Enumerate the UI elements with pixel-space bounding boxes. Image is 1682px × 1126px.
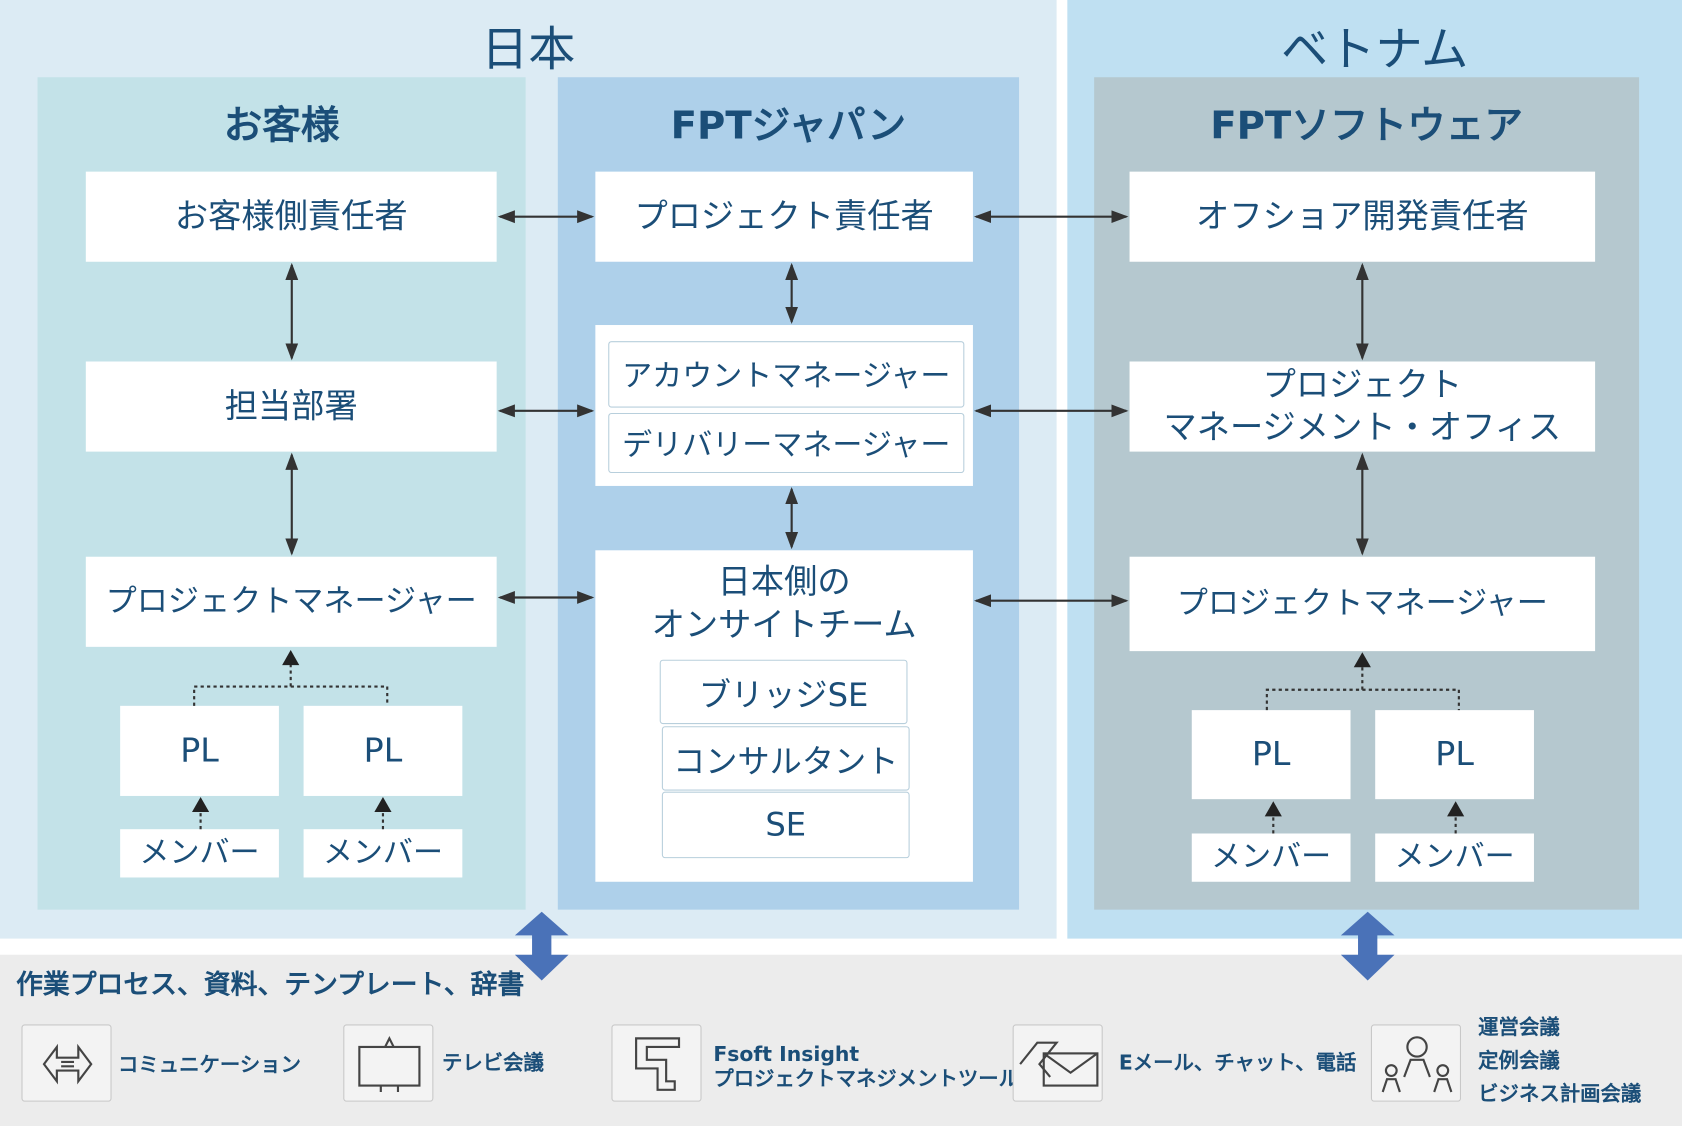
vn-member-box: メンバー [1375, 833, 1534, 882]
customer-title: お客様 [223, 104, 340, 149]
video-conference-label: テレビ会議 [441, 1051, 544, 1075]
regular-meeting-label: 定例会議 [1478, 1048, 1560, 1073]
se-box: SE [661, 791, 910, 859]
business-plan-meeting-label: ビジネス計画会議 [1478, 1081, 1642, 1106]
pm-tool-label: プロジェクトマネジメントツール [713, 1067, 1020, 1091]
monitor-icon [343, 1024, 434, 1102]
bridge-se-box: ブリッジSE [659, 659, 908, 725]
vn-pl-box: PL [1375, 710, 1534, 800]
vn-member-box: メンバー [1191, 833, 1351, 882]
consultant-box: コンサルタント [661, 726, 910, 791]
pmo-line1: プロジェクト [1262, 365, 1463, 405]
customer-pm-box: プロジェクトマネージャー [85, 556, 497, 647]
customer-manager-box: お客様側責任者 [85, 171, 497, 262]
fpt-software-title: FPTソフトウェア [1210, 104, 1523, 149]
pmo-box: プロジェクト マネージメント・オフィス [1129, 361, 1596, 452]
exchange-arrows-icon [21, 1024, 112, 1102]
customer-member-box: メンバー [303, 829, 463, 878]
customer-department-box: 担当部署 [85, 361, 497, 452]
steering-meeting-label: 運営会議 [1478, 1015, 1560, 1040]
customer-member-box: メンバー [120, 829, 279, 878]
account-manager-box: アカウントマネージャー [608, 341, 965, 408]
vietnam-title: ベトナム [1280, 22, 1469, 78]
fsoft-insight-label: Fsoft Insight [713, 1042, 860, 1067]
vn-pl-box: PL [1191, 710, 1351, 800]
customer-pl-box: PL [303, 705, 463, 796]
people-icon [1370, 1024, 1462, 1102]
mail-chat-icon [1012, 1024, 1103, 1102]
fsoft-insight-icon [611, 1024, 702, 1102]
offshore-owner-box: オフショア開発責任者 [1129, 171, 1596, 262]
vn-pm-box: プロジェクトマネージャー [1129, 556, 1596, 652]
project-owner-box: プロジェクト責任者 [595, 171, 973, 262]
email-chat-phone-label: Eメール、チャット、電話 [1118, 1051, 1357, 1075]
delivery-manager-box: デリバリーマネージャー [608, 412, 965, 474]
onsite-team-line2: オンサイトチーム [651, 606, 917, 646]
pmo-line2: マネージメント・オフィス [1163, 408, 1562, 448]
sync-arrow-icon [514, 911, 1395, 981]
customer-pl-box: PL [120, 705, 279, 796]
fpt-japan-title: FPTジャパン [670, 104, 907, 149]
japan-title: 日本 [481, 22, 576, 78]
communication-label: コミュニケーション [117, 1053, 302, 1077]
shared-resources-title: 作業プロセス、資料、テンプレート、辞書 [16, 968, 525, 1000]
onsite-team-line1: 日本側の [717, 563, 851, 602]
